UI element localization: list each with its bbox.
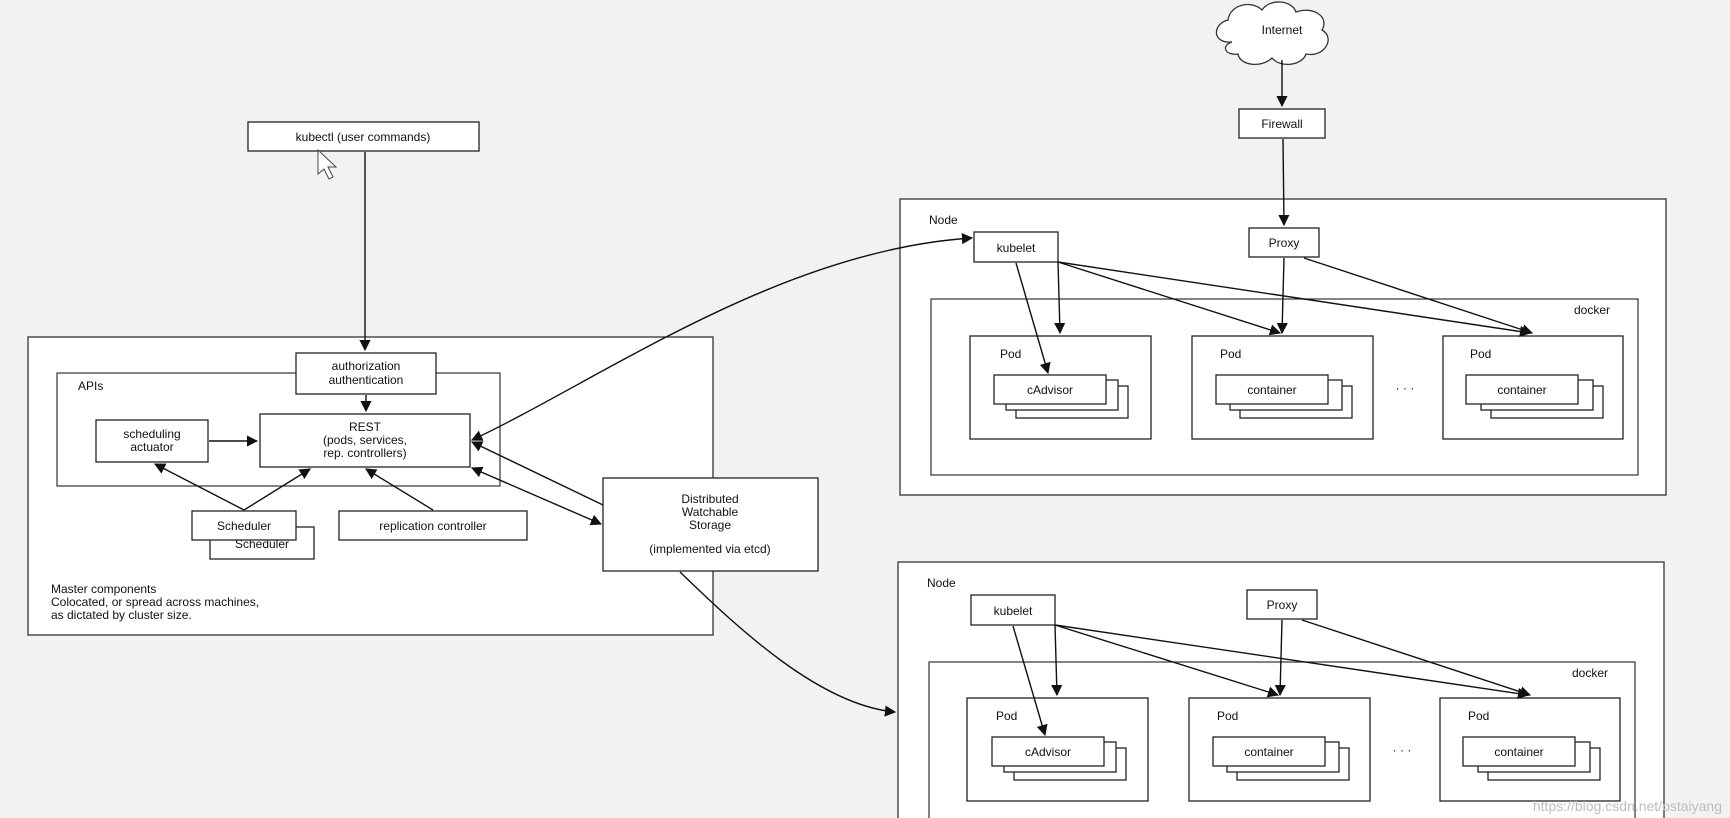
svg-text:kubectl (user commands): kubectl (user commands): [296, 130, 431, 144]
kubectl-box[interactable]: kubectl (user commands): [247, 121, 480, 152]
node-1-pod-container-b[interactable]: Pod container: [1442, 335, 1624, 440]
node-1-kubelet-box[interactable]: kubelet: [973, 231, 1059, 263]
node-2-docker-label: docker: [1572, 666, 1608, 680]
svg-text:Pod: Pod: [996, 709, 1017, 723]
svg-text:Master components: Master components: [51, 582, 156, 596]
arrow-scheduler-to-actuator: [154, 463, 245, 511]
svg-text:scheduling: scheduling: [123, 427, 180, 441]
svg-text:authentication: authentication: [329, 373, 404, 387]
arrow-proxy2-to-pod3: [1301, 619, 1532, 698]
arrow-replication-to-rest: [365, 468, 434, 511]
arrow-kubelet2-to-cadvisor: [1012, 625, 1048, 737]
node-1-proxy-box[interactable]: Proxy: [1248, 227, 1320, 258]
node-2: Node kubelet Proxy docker Pod cAdvisor P…: [897, 561, 1665, 818]
scheduler-box-stack[interactable]: Scheduler Scheduler: [191, 510, 315, 560]
svg-text:Pod: Pod: [1000, 347, 1021, 361]
svg-text:replication controller: replication controller: [379, 519, 486, 533]
container-label: container: [1244, 745, 1293, 759]
arrow-kubelet2-to-pod3: [1054, 624, 1530, 700]
apis-label: APIs: [78, 379, 103, 393]
arrow-rest-to-node1-kubelet: [470, 233, 974, 441]
arrow-kubelet2-to-pod2: [1054, 624, 1280, 698]
node-2-pod-container-b[interactable]: Pod container: [1439, 697, 1621, 802]
rest-box[interactable]: REST (pods, services, rep. controllers): [259, 413, 471, 468]
svg-text:actuator: actuator: [130, 440, 173, 454]
node-1-label: Node: [929, 213, 958, 227]
svg-text:Storage: Storage: [689, 518, 731, 532]
arrow-kubelet1-to-pod2: [1057, 261, 1282, 336]
svg-text:Scheduler: Scheduler: [217, 519, 271, 533]
container-label: container: [1247, 383, 1296, 397]
node-2-label: Node: [927, 576, 956, 590]
scheduling-actuator-box[interactable]: scheduling actuator: [95, 419, 209, 463]
firewall-box[interactable]: Firewall: [1238, 108, 1326, 139]
internet-label: Internet: [1262, 23, 1303, 37]
svg-text:Pod: Pod: [1468, 709, 1489, 723]
cadvisor-label: cAdvisor: [1025, 745, 1071, 759]
watermark: https://blog.csdn.net/ostaiyang: [1532, 798, 1722, 814]
svg-text:as dictated by cluster size.: as dictated by cluster size.: [51, 608, 192, 622]
svg-text:Pod: Pod: [1220, 347, 1241, 361]
arrow-proxy1-to-pod2: [1276, 257, 1288, 335]
node-2-ellipsis: · · ·: [1393, 743, 1412, 757]
svg-text:authorization: authorization: [332, 359, 401, 373]
distributed-storage-box[interactable]: Distributed Watchable Storage (implement…: [602, 477, 819, 572]
svg-text:rep. controllers): rep. controllers): [323, 446, 406, 460]
master-note: Master components Colocated, or spread a…: [51, 582, 259, 622]
node-2-proxy-box[interactable]: Proxy: [1246, 589, 1318, 620]
arrow-proxy1-to-pod3: [1303, 257, 1534, 336]
arrow-storage-to-node2: [679, 571, 897, 717]
svg-text:Pod: Pod: [1470, 347, 1491, 361]
arrow-scheduler-to-rest: [243, 468, 311, 511]
node-1-docker-label: docker: [1574, 303, 1610, 317]
container-label: container: [1494, 745, 1543, 759]
svg-text:Proxy: Proxy: [1267, 598, 1298, 612]
node-1-pod-cadvisor[interactable]: Pod cAdvisor: [969, 335, 1152, 440]
node-2-kubelet-box[interactable]: kubelet: [970, 594, 1056, 626]
svg-text:Watchable: Watchable: [682, 505, 739, 519]
svg-text:(pods, services,: (pods, services,: [323, 433, 407, 447]
cadvisor-label: cAdvisor: [1027, 383, 1073, 397]
connectors: [154, 60, 1534, 737]
arrow-kubelet2-to-pod1: [1051, 624, 1063, 697]
arrow-kubelet1-to-pod3: [1057, 261, 1532, 338]
svg-text:kubelet: kubelet: [994, 604, 1033, 618]
svg-text:(implemented via etcd): (implemented via etcd): [649, 542, 770, 556]
svg-text:Firewall: Firewall: [1261, 117, 1302, 131]
mouse-cursor-icon: [317, 148, 338, 180]
replication-controller-box[interactable]: replication controller: [338, 510, 528, 541]
svg-text:Proxy: Proxy: [1269, 236, 1300, 250]
arrow-rest-storage-lower: [470, 466, 603, 526]
container-label: container: [1497, 383, 1546, 397]
svg-text:kubelet: kubelet: [997, 241, 1036, 255]
node-1: Node kubelet Proxy docker Pod cAdvisor P…: [899, 198, 1667, 496]
auth-box[interactable]: authorization authentication: [295, 352, 437, 395]
svg-text:REST: REST: [349, 420, 382, 434]
arrow-proxy2-to-pod2: [1274, 619, 1286, 697]
node-2-pod-container-a[interactable]: Pod container: [1188, 697, 1371, 802]
svg-text:Pod: Pod: [1217, 709, 1238, 723]
internet-cloud-icon: Internet: [1215, 1, 1329, 65]
svg-text:Distributed: Distributed: [681, 492, 738, 506]
arrow-kubelet1-to-cadvisor: [1015, 262, 1051, 375]
node-2-pod-cadvisor[interactable]: Pod cAdvisor: [966, 697, 1149, 802]
svg-text:Colocated, or spread across ma: Colocated, or spread across machines,: [51, 595, 259, 609]
node-1-pod-container-a[interactable]: Pod container: [1191, 335, 1374, 440]
arrow-kubelet1-to-pod1: [1054, 261, 1066, 335]
node-1-ellipsis: · · ·: [1396, 381, 1415, 395]
arrow-firewall-to-proxy: [1278, 138, 1290, 227]
